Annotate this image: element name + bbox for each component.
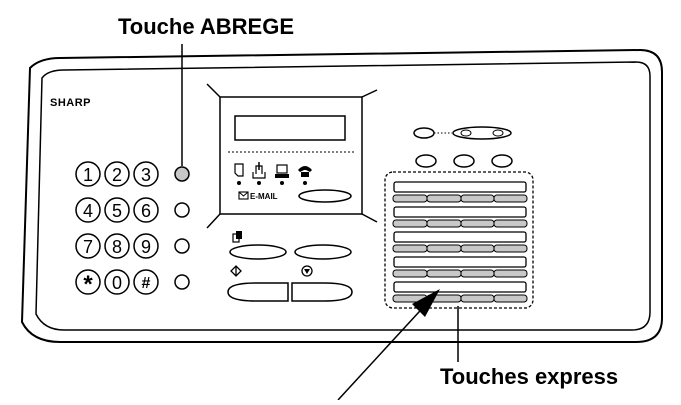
express-key-row-5[interactable]: [392, 294, 528, 303]
small-oval-button-3[interactable]: [491, 154, 513, 168]
start-button[interactable]: [227, 282, 289, 302]
key-5[interactable]: 5: [104, 197, 130, 223]
key-2[interactable]: 2: [104, 161, 130, 187]
phone-icon: [298, 166, 312, 185]
key-0[interactable]: 0: [104, 269, 130, 295]
email-icon: [238, 191, 249, 200]
key-hash[interactable]: #: [133, 269, 159, 295]
lcd-screen: [234, 115, 346, 141]
email-label: E-MAIL: [250, 192, 278, 201]
pointer-arrow: [337, 289, 440, 401]
small-oval-button-left[interactable]: [413, 127, 435, 139]
key-6[interactable]: 6: [133, 197, 159, 223]
svg-text:7: 7: [83, 237, 93, 257]
express-key-row-3[interactable]: [392, 244, 528, 253]
side-button-4[interactable]: [174, 274, 190, 290]
key-7[interactable]: 7: [75, 233, 101, 259]
panel-inner-outline: [35, 61, 651, 331]
small-oval-button-2[interactable]: [453, 154, 475, 168]
svg-text:#: #: [142, 275, 151, 292]
document-icon: [234, 163, 244, 185]
start-icon: [230, 265, 242, 277]
side-button-2[interactable]: [174, 202, 190, 218]
key-star[interactable]: *: [75, 269, 101, 298]
svg-text:4: 4: [83, 201, 93, 221]
key-4[interactable]: 4: [75, 197, 101, 223]
display-area: E-MAIL: [206, 83, 378, 229]
tray-icon: [252, 162, 266, 185]
svg-text:*: *: [83, 271, 93, 298]
express-key-row-1[interactable]: [392, 194, 528, 203]
express-keys-area: [384, 171, 534, 309]
key-9[interactable]: 9: [133, 233, 159, 259]
function-button[interactable]: [294, 244, 352, 260]
key-1[interactable]: 1: [75, 161, 101, 187]
svg-text:8: 8: [112, 237, 122, 257]
svg-text:9: 9: [141, 237, 151, 257]
key-8[interactable]: 8: [104, 233, 130, 259]
svg-text:3: 3: [141, 165, 151, 185]
svg-text:1: 1: [83, 165, 93, 185]
svg-text:6: 6: [141, 201, 151, 221]
svg-text:0: 0: [112, 273, 122, 293]
key-3[interactable]: 3: [133, 161, 159, 187]
copy-icon: [232, 231, 242, 243]
stop-button[interactable]: [291, 282, 353, 302]
callout-express-label: Touches express: [440, 364, 619, 389]
abrege-button[interactable]: [174, 166, 190, 182]
stop-icon: [301, 265, 313, 277]
numeric-keypad: 1 2 3 4 5 6 7 8: [75, 161, 159, 298]
email-button[interactable]: [298, 189, 352, 203]
small-oval-button-1[interactable]: [415, 154, 437, 168]
side-button-3[interactable]: [174, 238, 190, 254]
callout-abrege-label: Touche ABREGE: [118, 14, 295, 39]
brand-logo: SHARP: [50, 97, 91, 109]
svg-text:2: 2: [112, 165, 122, 185]
computer-icon: [275, 164, 289, 185]
express-key-row-4[interactable]: [392, 269, 528, 278]
copy-button[interactable]: [229, 244, 287, 260]
svg-text:5: 5: [112, 201, 122, 221]
express-key-row-2[interactable]: [392, 219, 528, 228]
